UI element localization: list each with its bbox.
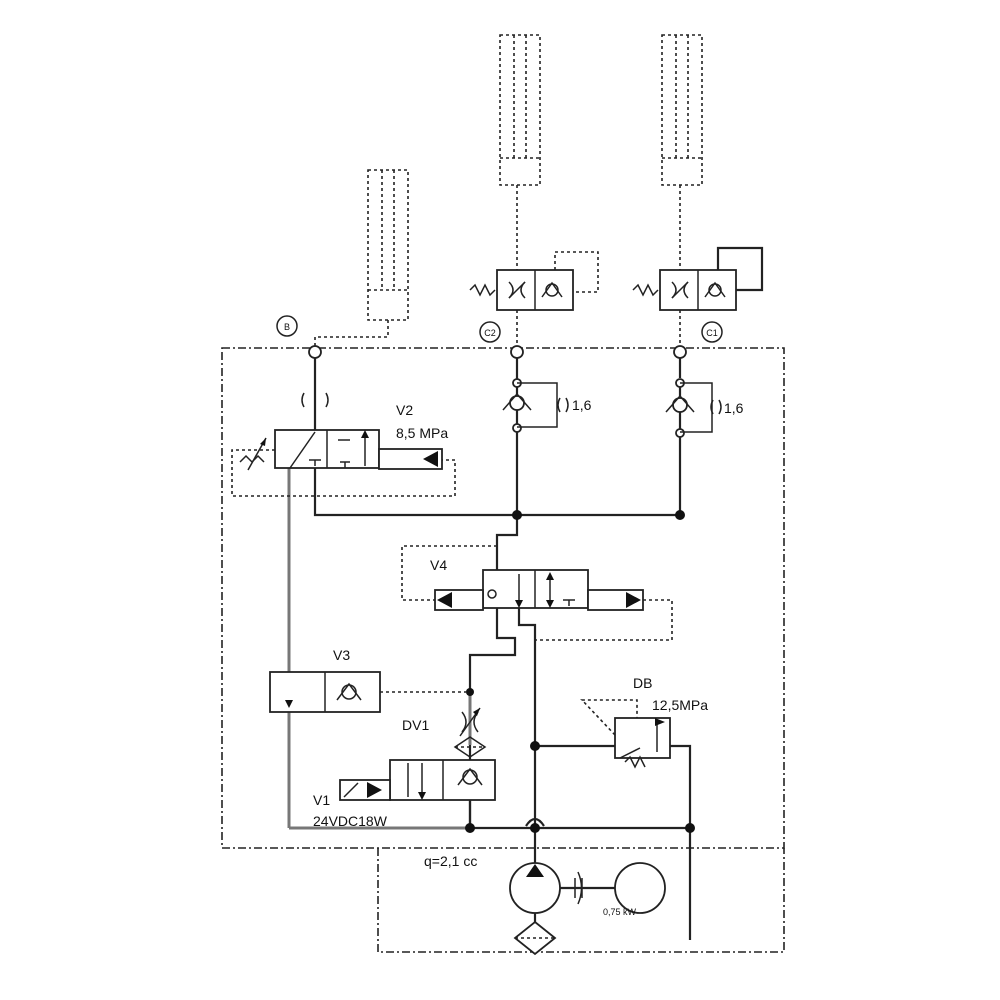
db-label: DB [633,675,652,691]
db-setting: 12,5MPa [652,697,708,713]
line-b-cylinder [314,320,389,350]
flow-valve-dv1 [453,707,487,758]
svg-text:C2: C2 [484,328,496,338]
svg-text:B: B [284,322,290,332]
cylinder-c1 [661,34,703,186]
check-valve-c1 [665,378,722,438]
pump [509,862,561,925]
valve-v4 [401,545,673,641]
relief-valve-db [580,699,671,769]
check-valve-c2 [502,378,569,433]
orifice-c1-label: 1,6 [724,400,744,416]
flow-control-valve-c1 [632,246,764,311]
cylinder-b [367,169,409,321]
manifold-block-boundary [221,347,785,849]
flow-control-valve-c2 [469,251,599,311]
junction-dots [465,510,695,833]
v3-label: V3 [333,647,350,663]
valve-v2 [231,392,456,497]
dv1-label: DV1 [402,717,429,733]
main-lines [313,358,692,940]
power-unit-boundary [377,848,785,953]
v4-label: V4 [430,557,447,573]
v2-label: V2 [396,402,413,418]
valve-v3 [269,671,466,713]
port-c1: C1 [673,321,723,359]
svg-text:C1: C1 [706,328,718,338]
electric-motor [614,862,666,914]
motor-power: 0,75 kW [603,907,637,917]
valve-v1 [339,759,496,801]
pump-displacement: q=2,1 cc [424,853,477,869]
coupling [560,871,620,905]
v1-rating: 24VDC18W [313,813,388,829]
v2-setting: 8,5 MPa [396,425,448,441]
filter [513,920,557,956]
port-b: B [276,315,322,359]
v1-label: V1 [313,792,330,808]
cylinder-c2 [499,34,541,186]
orifice-c2-label: 1,6 [572,397,592,413]
